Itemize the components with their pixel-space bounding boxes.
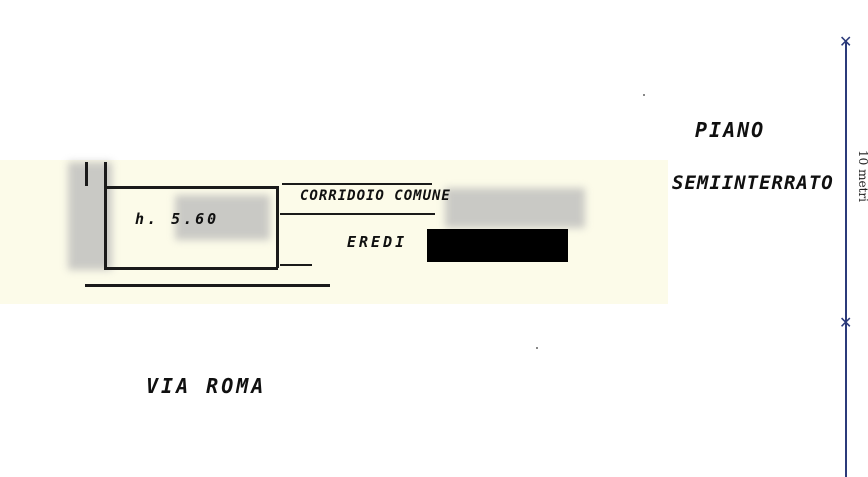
wall-left-outer [104, 162, 107, 270]
watermark-blur-center [175, 195, 270, 240]
floor-label-line2: SEMIINTERRATO [672, 172, 834, 194]
speck [536, 347, 538, 349]
scale-tick-bottom: ✕ [839, 313, 853, 332]
street-label: VIA ROMA [146, 374, 267, 398]
wall-top [104, 186, 278, 189]
floor-label-line1: PIANO [695, 118, 766, 142]
height-label: h. 5.60 [135, 210, 220, 228]
redacted-name [427, 229, 568, 262]
heirs-label: EREDI [347, 233, 408, 251]
wall-right [276, 186, 279, 268]
corridor-top [282, 183, 432, 185]
scale-tick-top: ✕ [839, 32, 853, 51]
corridor-mid [280, 213, 435, 215]
base-line [85, 284, 330, 287]
speck [643, 94, 645, 96]
corridor-bottom [280, 264, 312, 266]
scale-bar-line [845, 40, 847, 477]
scale-label: 10 metri [856, 150, 868, 202]
wall-left-short [85, 162, 88, 186]
watermark-blur-right [445, 188, 585, 228]
corridor-label: CORRIDOIO COMUNE [300, 188, 451, 204]
wall-bottom [104, 267, 278, 270]
